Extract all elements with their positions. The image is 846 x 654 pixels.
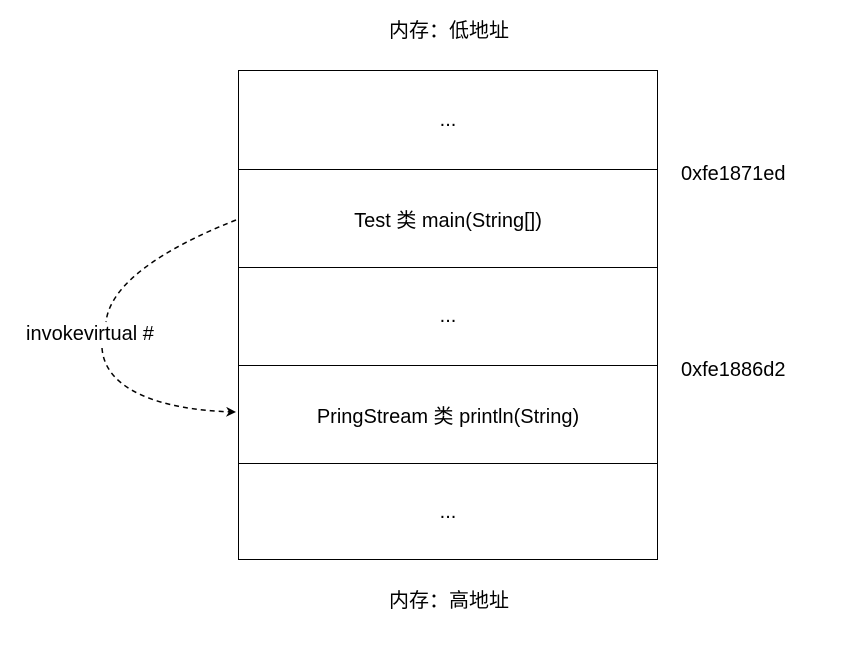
memory-cell-4: PringStream 类 println(String) (239, 365, 657, 463)
address-label-2: 0xfe1886d2 (681, 359, 786, 381)
memory-cell-3: ... (239, 267, 657, 365)
address-label-1: 0xfe1871ed (681, 163, 786, 185)
memory-cell-1: ... (439, 108, 457, 131)
arrow-curve-lower (101, 347, 236, 417)
memory-block: ... Test 类 main(String[]) ... PringStrea… (238, 70, 658, 560)
memory-cell-2: Test 类 main(String[]) (239, 169, 657, 267)
arrow-curve-upper (105, 219, 237, 323)
invoke-label: invokevirtual # (26, 323, 154, 345)
top-address-label: 内存：低地址 (389, 20, 509, 42)
bottom-address-label: 内存：高地址 (389, 590, 509, 612)
memory-cell-5: ... (239, 463, 657, 561)
